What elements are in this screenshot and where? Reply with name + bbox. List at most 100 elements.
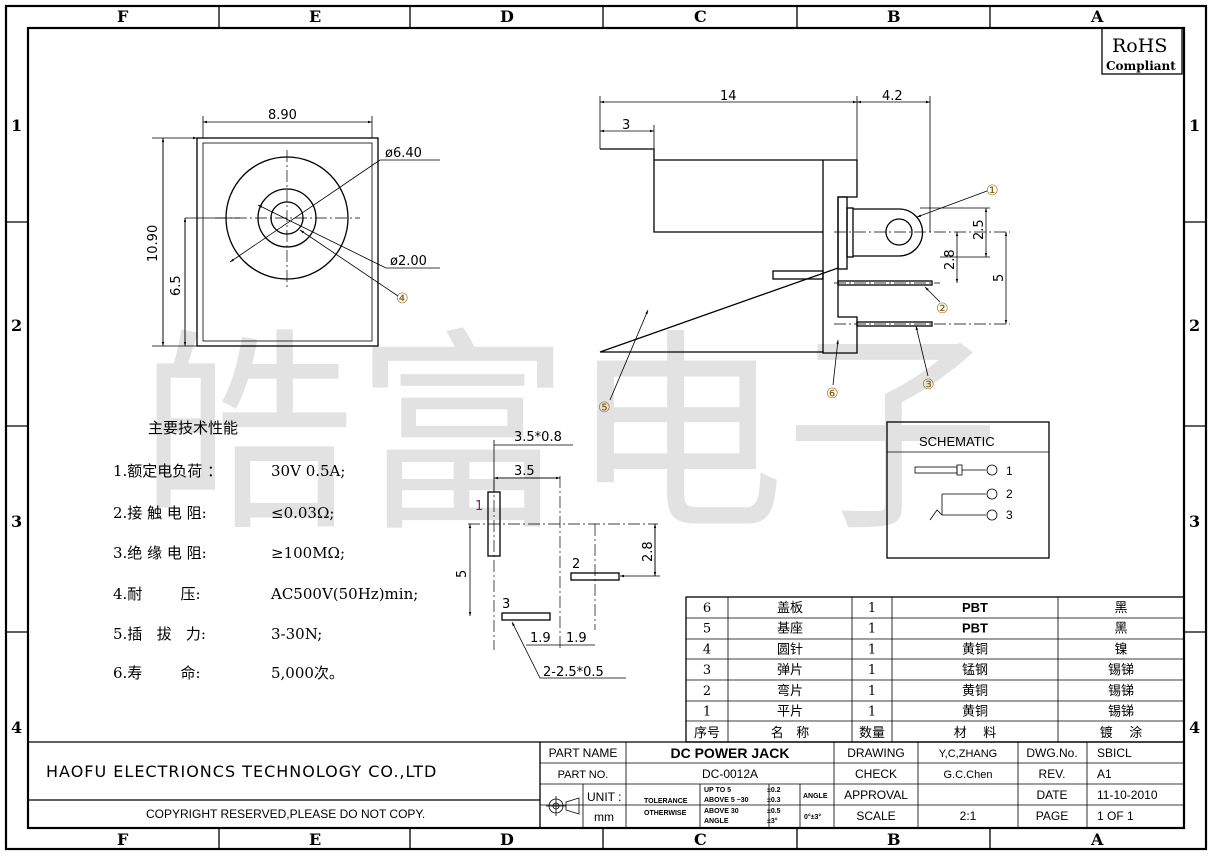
schematic-pin-1: 1 [1006, 464, 1013, 478]
callout-5: ⑤ [598, 400, 611, 416]
bom-cell-name: 弯片 [777, 683, 803, 699]
side-view: 14 4.2 3 2.5 2.8 5 ① ② ③ ⑤ ⑥ [598, 89, 1010, 416]
date-label: DATE [1036, 788, 1067, 802]
specifications: 主要技术性能 1.额定电负荷 ： 30V 0.5A; 2.接 触 电 阻: ≤0… [113, 419, 418, 682]
zone-3-left: 3 [11, 512, 22, 531]
zone-a: A [1090, 7, 1104, 26]
dim-center: 6.5 [169, 275, 184, 296]
copyright-notice: COPYRIGHT RESERVED,PLEASE DO NOT COPY. [146, 807, 425, 821]
spec-value: ≥100MΩ; [271, 544, 345, 562]
schematic: SCHEMATIC 1 2 3 [886, 421, 1050, 559]
part-name-label: PART NAME [549, 746, 618, 760]
bom-cell-finish: 黑 [1114, 601, 1127, 616]
bom-cell-finish: 锡锑 [1108, 663, 1134, 678]
tol-value: ±0.2 [767, 787, 781, 794]
zone-d: D [500, 7, 514, 26]
zone-a: A [1090, 830, 1104, 849]
pin-label-3: 3 [502, 597, 510, 612]
pin-label-2: 2 [572, 557, 580, 572]
title-block: HAOFU ELECTRIONCS TECHNOLOGY CO.,LTD COP… [28, 741, 1184, 828]
dim-slot: 3.5*0.8 [514, 430, 562, 445]
schematic-title: SCHEMATIC [919, 434, 995, 449]
bom-cell-no: 6 [703, 601, 711, 616]
dim-step: 3 [622, 118, 630, 133]
checked-by: G.C.Chen [944, 769, 993, 781]
bom-cell-qty: 1 [868, 663, 876, 678]
bom-cell-material: 黄铜 [962, 642, 988, 657]
bom-cell-no: 5 [703, 622, 711, 637]
bom-cell-finish: 锡锑 [1108, 705, 1134, 720]
bom-cell-finish: 镍 [1114, 642, 1127, 657]
zone-2-left: 2 [11, 316, 22, 335]
dim-1-9: 1.9 [530, 631, 551, 646]
tol-range: ABOVE 30 [704, 808, 739, 815]
rev-label: REV. [1039, 767, 1066, 781]
unit-label: UNIT : [587, 790, 621, 804]
dim-pin-diameter: ø2.00 [390, 254, 427, 269]
zone-row-labels: 1 2 3 4 1 2 3 4 [11, 116, 1200, 737]
front-view: 8.90 10.90 6.5 ø6.40 ø2.00 ④ [146, 108, 440, 347]
dim-5: 5 [992, 274, 1007, 282]
otherwise-label: OTHERWISE [644, 810, 687, 817]
bom-cell-name: 盖板 [777, 601, 803, 616]
zone-c: C [694, 7, 707, 26]
part-no: DC-0012A [702, 767, 758, 781]
tol-range: UP TO 5 [704, 787, 731, 794]
tol-range: ABOVE 5 ~30 [704, 797, 749, 804]
pin-label-1: 1 [475, 499, 483, 514]
zone-f: F [117, 830, 129, 849]
bom-cell-qty: 1 [868, 622, 876, 637]
drawing-label: DRAWING [847, 746, 905, 760]
bom-cell-name: 弹片 [777, 663, 803, 678]
spec-value: 3-30N; [271, 625, 322, 643]
zone-dividers [6, 6, 1206, 849]
dim-1-9: 1.9 [566, 631, 587, 646]
spec-value: 30V 0.5A; [271, 462, 345, 480]
part-no-label: PART NO. [558, 769, 609, 781]
callout-1: ① [986, 183, 999, 199]
spec-label: 5.插 拔 力: [113, 625, 206, 643]
bom-cell-qty: 1 [868, 684, 876, 699]
bom-header-name: 名 称 [771, 725, 809, 741]
inner-border [26, 26, 1186, 830]
zone-1-right: 1 [1189, 116, 1200, 135]
projection-symbol-icon [546, 796, 580, 816]
zone-e: E [309, 830, 321, 849]
bom-cell-no: 4 [703, 642, 711, 657]
callout-4: ④ [396, 291, 409, 307]
drawn-by: Y,C,ZHANG [939, 748, 997, 760]
outer-border [4, 4, 1208, 851]
schematic-pin-2: 2 [1006, 487, 1013, 501]
tol-value: ±0.5 [767, 808, 781, 815]
zone-e: E [309, 7, 321, 26]
schematic-pin-3: 3 [1006, 508, 1013, 522]
spec-label: 4.耐 压: [113, 585, 201, 603]
bom-header-qty: 数量 [859, 726, 885, 741]
bom-cell-name: 平片 [777, 705, 803, 720]
approval-label: APPROVAL [844, 788, 908, 802]
bom-cell-material: PBT [962, 621, 988, 636]
bom-cell-material: PBT [962, 600, 988, 615]
page-label: PAGE [1036, 809, 1068, 823]
scale-value: 2:1 [960, 809, 977, 823]
dim-outer-diameter: ø6.40 [385, 146, 422, 161]
dim-tail: 4.2 [882, 89, 903, 104]
rohs-badge: RoHS Compliant [1101, 27, 1183, 75]
bom-cell-name: 基座 [777, 622, 803, 637]
zone-4-left: 4 [11, 718, 22, 737]
bom-cell-material: 黄铜 [962, 705, 988, 720]
scale-label: SCALE [856, 809, 895, 823]
callout-6: ⑥ [826, 386, 839, 402]
company-name: HAOFU ELECTRIONCS TECHNOLOGY CO.,LTD [46, 762, 437, 781]
tol-range: ANGLE [704, 818, 729, 825]
spec-value: ≤0.03Ω; [271, 504, 334, 522]
bom-cell-qty: 1 [868, 642, 876, 657]
zone-4-right: 4 [1189, 718, 1200, 737]
dim-3-5: 3.5 [514, 464, 535, 479]
tolerance-label: TOLERANCE [644, 798, 688, 805]
page-value: 1 OF 1 [1097, 809, 1134, 823]
bom-header-material: 材 料 [954, 726, 997, 741]
